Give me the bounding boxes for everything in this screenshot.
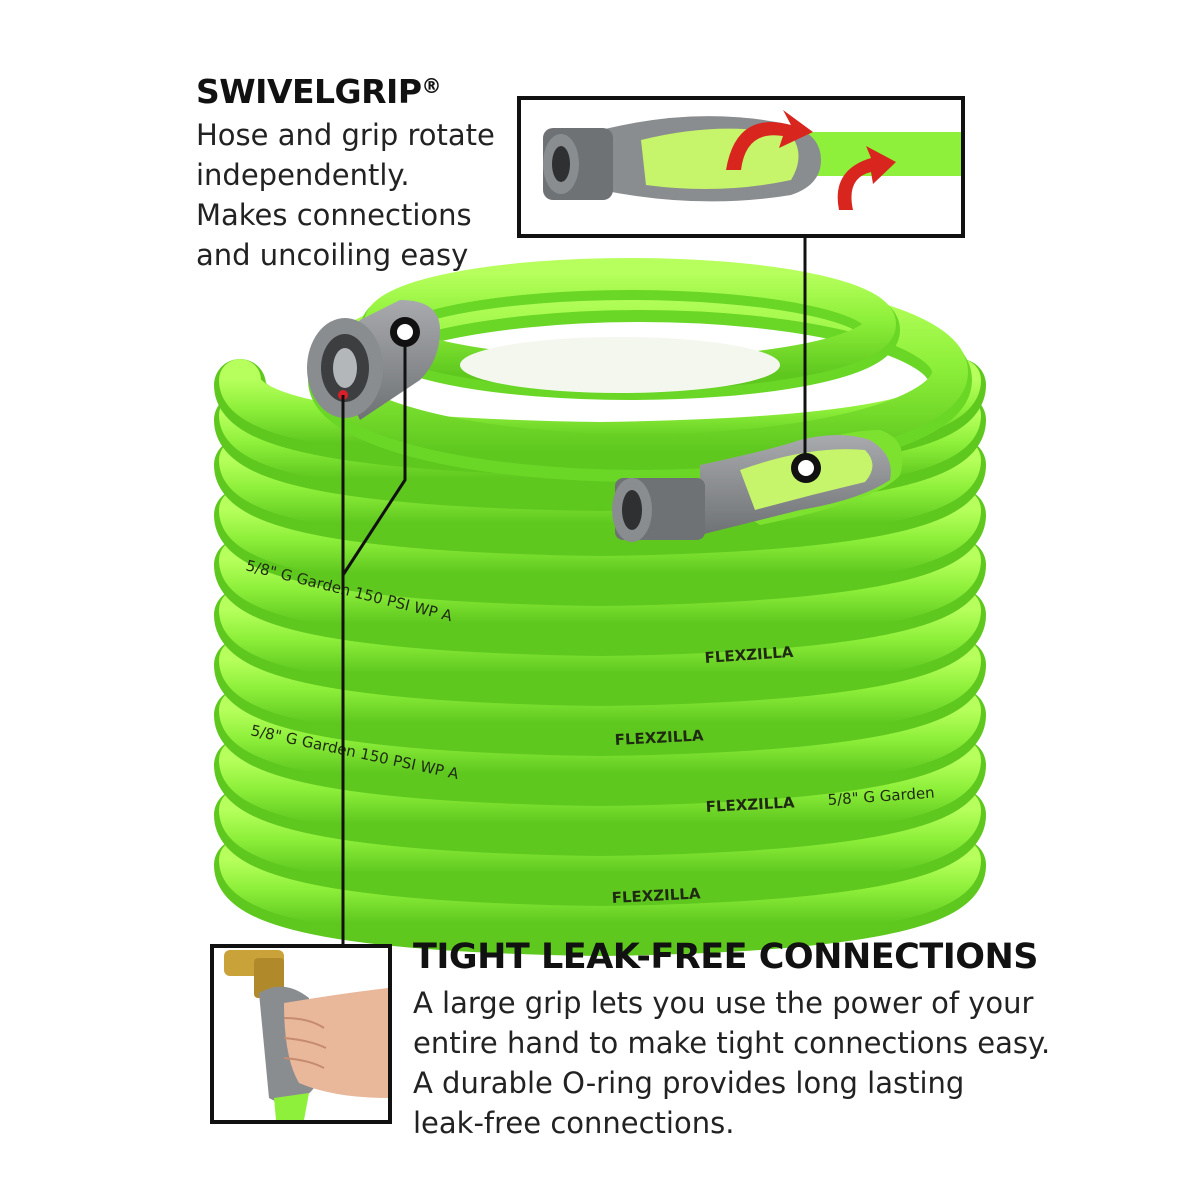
hose-print-brand: FLEXZILLA [705, 793, 795, 816]
swivelgrip-line: independently. [196, 158, 410, 192]
swivelgrip-line: Hose and grip rotate [196, 118, 495, 152]
swivelgrip-title-text: SWIVELGRIP [196, 72, 422, 111]
tight-connections-description: A large grip lets you use the power of y… [413, 983, 1050, 1143]
swivelgrip-line: Makes connections [196, 198, 472, 232]
swivelgrip-heading: SWIVELGRIP® [196, 72, 442, 111]
rotation-arrows-icon [726, 110, 896, 210]
hose-print-brand: FLEXZILLA [614, 726, 704, 749]
swivel-inset-photo [517, 96, 965, 238]
swivelgrip-description: Hose and grip rotate independently. Make… [196, 115, 495, 275]
trademark-symbol: ® [421, 74, 442, 98]
hose-coil-band [219, 639, 981, 745]
swivel-grip-illustration [543, 110, 961, 210]
hose-coil-band [219, 439, 981, 545]
hose-coil-band [219, 739, 981, 845]
hose-coil-band [219, 489, 981, 595]
female-fitting [307, 300, 440, 420]
hose-coil-band [219, 689, 981, 795]
tight-connections-line: entire hand to make tight connections ea… [413, 1026, 1051, 1060]
hose-coil-band [219, 589, 981, 695]
hand-grip-illustration [214, 948, 388, 1120]
hose-coil-band [219, 539, 981, 645]
tight-connections-line: A large grip lets you use the power of y… [413, 986, 1034, 1020]
tight-connections-heading: TIGHT LEAK-FREE CONNECTIONS [413, 937, 1039, 977]
hose-coil-band [219, 839, 981, 945]
hose-print-brand: FLEXZILLA [611, 884, 701, 907]
callout-dot-icon [390, 317, 821, 483]
hose-coil-band [219, 789, 981, 895]
callout-lines [341, 238, 807, 944]
swivelgrip-line: and uncoiling easy [196, 238, 469, 272]
tight-connections-line: leak-free connections. [413, 1106, 735, 1140]
tight-connections-line: A durable O-ring provides long lasting [413, 1066, 965, 1100]
hand-grip-inset-photo [210, 944, 392, 1124]
